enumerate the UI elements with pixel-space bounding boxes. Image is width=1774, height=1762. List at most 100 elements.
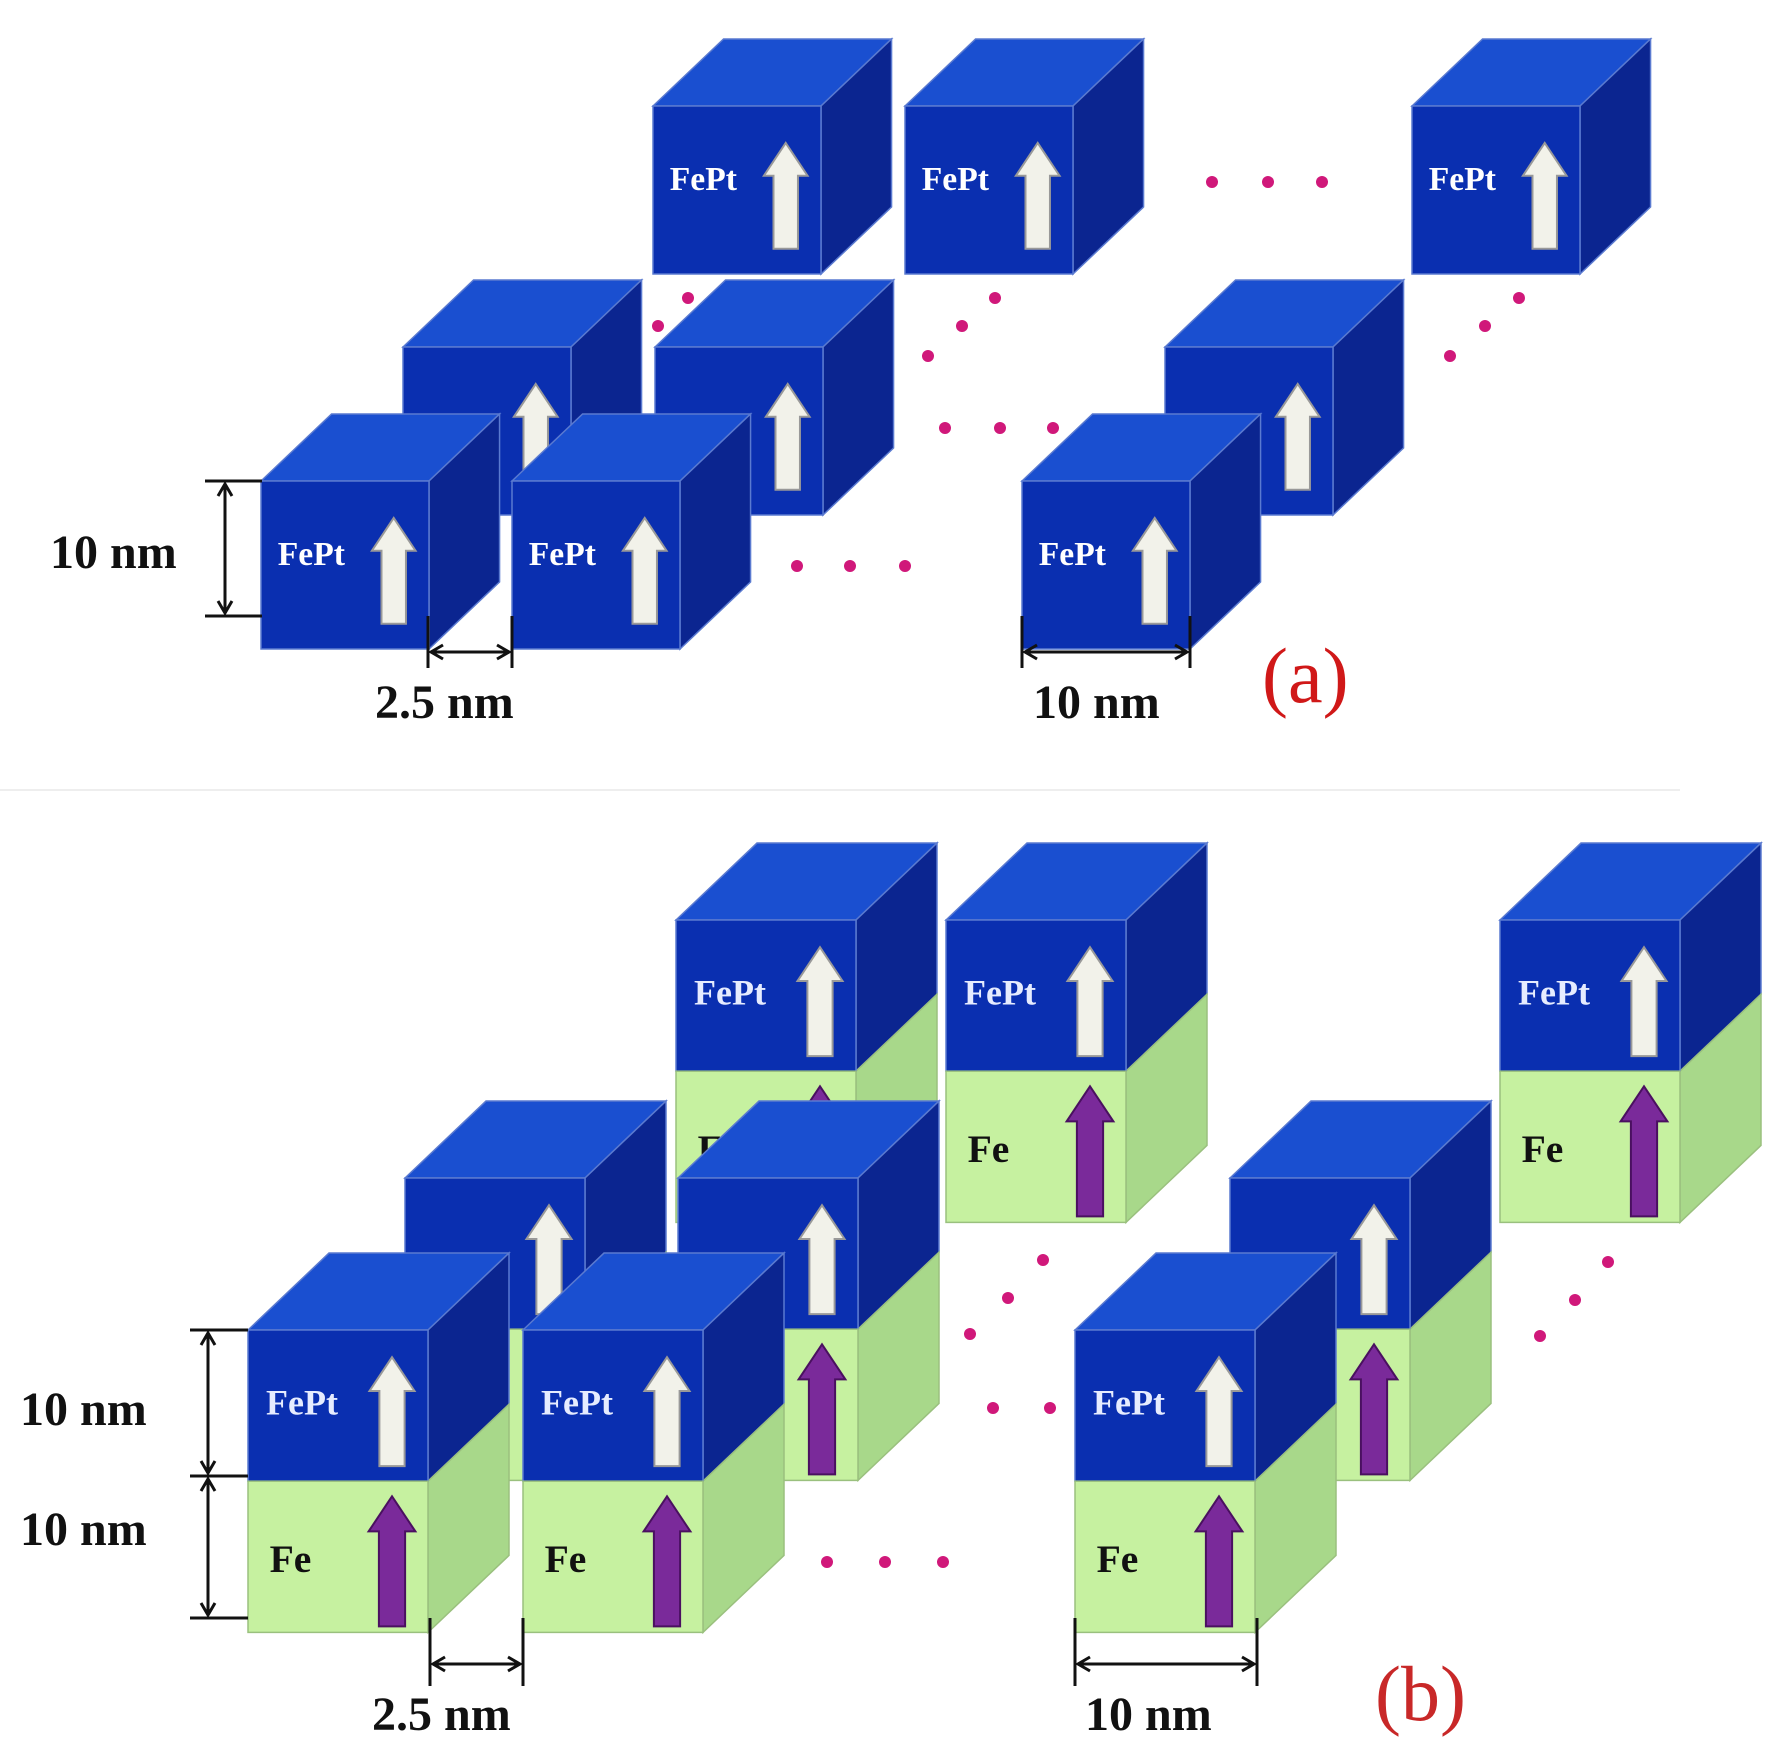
cube-a-back-1: FePt — [651, 37, 894, 276]
continuation-dot — [1002, 1292, 1014, 1304]
continuation-dot — [964, 1328, 976, 1340]
width-label: 10 nm — [1033, 676, 1160, 729]
continuation-dot — [1262, 176, 1274, 188]
fe-label: Fe — [1522, 1127, 1564, 1171]
continuation-dot — [821, 1556, 833, 1568]
fe-up-arrow-icon — [1348, 1342, 1400, 1476]
continuation-dot — [1569, 1294, 1581, 1306]
ellipsis-dots-icon — [791, 560, 911, 572]
fept-label: FePt — [266, 1383, 338, 1423]
continuation-dot — [1479, 320, 1491, 332]
fe-up-arrow-icon — [1193, 1494, 1245, 1628]
continuation-dot — [1534, 1330, 1546, 1342]
continuation-dot — [899, 560, 911, 572]
fept-up-arrow-icon — [764, 382, 812, 491]
continuation-dot — [1047, 422, 1059, 434]
height-label-top: 10 nm — [20, 1383, 147, 1436]
fept-up-arrow-icon — [1521, 141, 1569, 250]
ellipsis-dots-icon — [1444, 292, 1525, 362]
fept-label: FePt — [541, 1383, 613, 1423]
ellipsis-dots-icon — [939, 422, 1059, 434]
continuation-dot — [1602, 1256, 1614, 1268]
fept-up-arrow-icon — [1065, 945, 1115, 1058]
cube-a-front-1: FePt — [259, 412, 502, 651]
ellipsis-dots-icon — [821, 1556, 949, 1568]
continuation-dot — [879, 1556, 891, 1568]
continuation-dot — [1316, 176, 1328, 188]
cube-a-front-2: FePt — [510, 412, 753, 651]
continuation-dot — [1037, 1254, 1049, 1266]
fept-up-arrow-icon — [370, 516, 418, 625]
cube-a-back-2: FePt — [903, 37, 1146, 276]
gap-dimension-arrow — [426, 616, 514, 668]
continuation-dot — [937, 1556, 949, 1568]
ellipsis-dots-icon — [1206, 176, 1328, 188]
continuation-dot — [682, 292, 694, 304]
fept-up-arrow-icon — [1131, 516, 1179, 625]
fept-up-arrow-icon — [762, 141, 810, 250]
panel-a-dimensions: 10 nm 2.5 nm 10 nm (a) — [50, 479, 1349, 729]
fept-label: FePt — [278, 536, 346, 573]
fept-label: FePt — [670, 161, 738, 198]
fe-up-arrow-icon — [366, 1494, 418, 1628]
panel-a-tag: (a) — [1262, 632, 1349, 719]
continuation-dot — [1206, 176, 1218, 188]
fept-label: FePt — [1518, 973, 1590, 1013]
gap-label: 2.5 nm — [375, 676, 514, 729]
height-dimension-arrow — [205, 479, 262, 618]
continuation-dot — [844, 560, 856, 572]
continuation-dot — [994, 422, 1006, 434]
height-dimension-arrow-top — [190, 1328, 248, 1478]
fept-up-arrow-icon — [795, 945, 845, 1058]
ellipsis-dots-icon — [964, 1254, 1049, 1340]
fe-up-arrow-icon — [1618, 1084, 1670, 1218]
fept-up-arrow-icon — [1619, 945, 1669, 1058]
width-dimension-arrow — [1020, 616, 1192, 668]
fept-up-arrow-icon — [1274, 382, 1322, 491]
fe-label: Fe — [1097, 1537, 1139, 1581]
continuation-dot — [987, 1402, 999, 1414]
width-dimension-arrow — [1073, 1618, 1259, 1686]
continuation-dot — [939, 422, 951, 434]
ellipsis-dots-icon — [987, 1402, 1056, 1414]
continuation-dot — [1444, 350, 1456, 362]
height-dimension-arrow-bottom — [190, 1476, 248, 1620]
fe-up-arrow-icon — [796, 1342, 848, 1476]
fept-label: FePt — [964, 973, 1036, 1013]
fept-label: FePt — [1093, 1383, 1165, 1423]
fept-label: FePt — [694, 973, 766, 1013]
fept-label: FePt — [922, 161, 990, 198]
fe-label: Fe — [270, 1537, 312, 1581]
fept-up-arrow-icon — [367, 1355, 417, 1468]
fept-label: FePt — [1039, 536, 1107, 573]
gap-label: 2.5 nm — [372, 1688, 511, 1741]
fept-label: FePt — [1429, 161, 1497, 198]
fept-up-arrow-icon — [1349, 1203, 1399, 1316]
continuation-dot — [652, 320, 664, 332]
fe-up-arrow-icon — [641, 1494, 693, 1628]
continuation-dot — [956, 320, 968, 332]
fept-up-arrow-icon — [1014, 141, 1062, 250]
fept-up-arrow-icon — [621, 516, 669, 625]
fept-up-arrow-icon — [797, 1203, 847, 1316]
panel-b-dimensions: 10 nm 10 nm 2.5 nm 10 nm (b) — [20, 1328, 1466, 1741]
fe-label: Fe — [545, 1537, 587, 1581]
continuation-dot — [791, 560, 803, 572]
gap-dimension-arrow — [428, 1618, 525, 1686]
panel-b-tag: (b) — [1375, 1650, 1466, 1737]
continuation-dot — [1513, 292, 1525, 304]
continuation-dot — [1044, 1402, 1056, 1414]
fept-label: FePt — [529, 536, 597, 573]
cube-a-back-3: FePt — [1410, 37, 1653, 276]
ellipsis-dots-icon — [1534, 1256, 1614, 1342]
cube-a-front-3: FePt — [1020, 412, 1263, 651]
ellipsis-dots-icon — [652, 292, 694, 332]
fe-up-arrow-icon — [1064, 1084, 1116, 1218]
